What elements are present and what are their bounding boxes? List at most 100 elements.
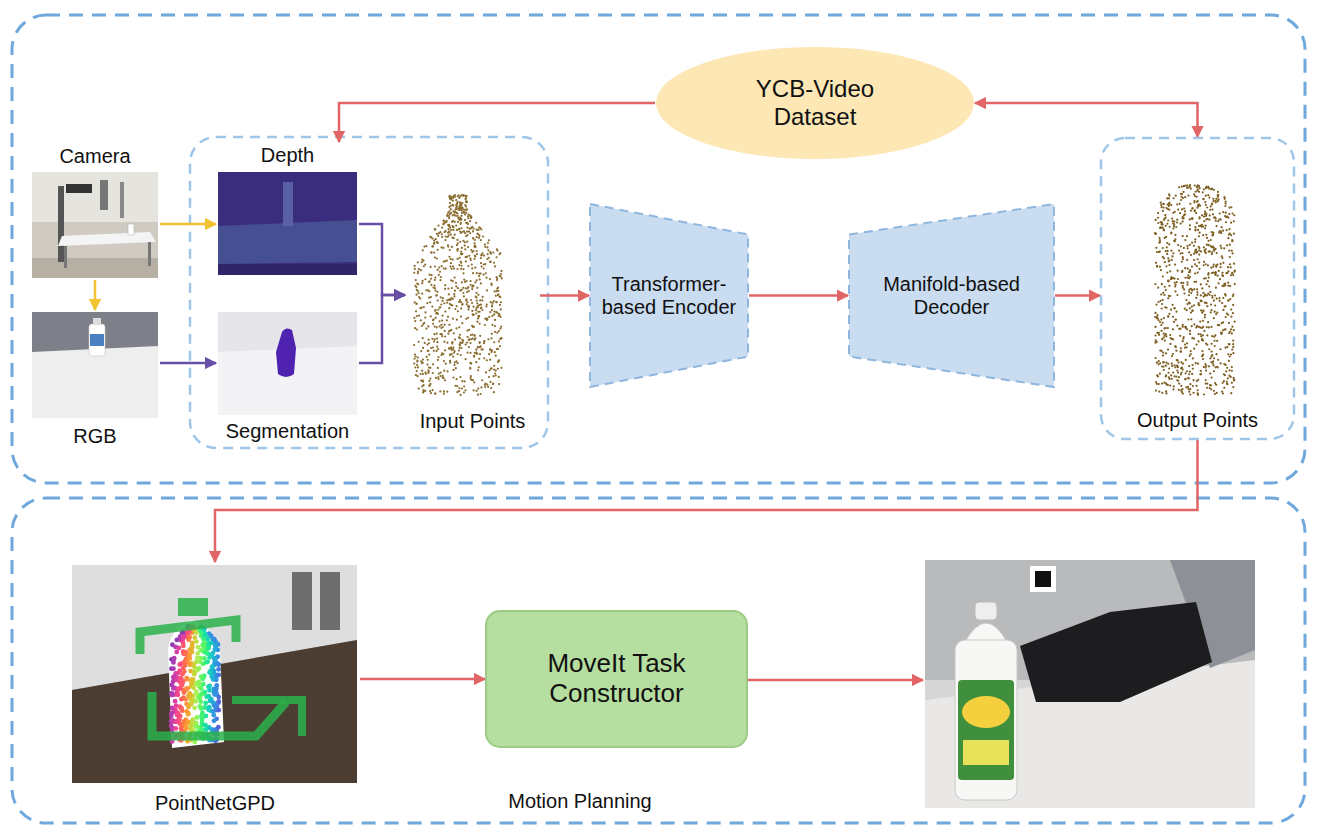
point-dot <box>468 339 470 341</box>
point-dot <box>461 209 463 211</box>
point-dot <box>1184 239 1186 241</box>
point-dot <box>474 281 476 283</box>
point-dot <box>1182 197 1184 199</box>
point-dot <box>434 325 436 327</box>
point-dot <box>1157 217 1159 219</box>
point-dot <box>1214 311 1216 313</box>
point-dot <box>436 312 438 314</box>
point-dot <box>462 272 464 274</box>
point-dot <box>1160 204 1162 206</box>
point-dot <box>429 377 431 379</box>
point-dot <box>1189 203 1191 205</box>
point-dot <box>1171 338 1173 340</box>
point-dot <box>1227 377 1229 379</box>
point-dot <box>454 361 456 363</box>
point-dot <box>430 284 432 286</box>
point-dot <box>203 700 208 705</box>
point-dot <box>1232 304 1234 306</box>
point-dot <box>430 296 432 298</box>
photo-wall <box>32 172 158 222</box>
point-dot <box>1159 226 1161 228</box>
point-dot <box>1168 378 1170 380</box>
point-dot <box>422 249 424 251</box>
point-dot <box>455 367 457 369</box>
point-dot <box>472 313 474 315</box>
point-dot <box>1161 303 1163 305</box>
point-dot <box>1210 239 1212 241</box>
point-dot <box>1197 333 1199 335</box>
point-dot <box>1189 186 1191 188</box>
point-dot <box>446 391 448 393</box>
mask-object <box>276 328 296 377</box>
point-dot <box>1171 378 1173 380</box>
point-dot <box>1161 382 1163 384</box>
point-dot <box>1191 373 1193 375</box>
point-dot <box>471 310 473 312</box>
point-dot <box>1186 235 1188 237</box>
point-dot <box>1216 264 1218 266</box>
point-dot <box>461 303 463 305</box>
point-dot <box>1190 312 1192 314</box>
point-dot <box>449 265 451 267</box>
point-dot <box>1210 355 1212 357</box>
point-dot <box>461 339 463 341</box>
point-dot <box>190 640 195 645</box>
point-dot <box>433 350 435 352</box>
input-group-frame <box>190 137 548 448</box>
point-dot <box>1197 204 1199 206</box>
point-dot <box>439 231 441 233</box>
point-dot <box>1228 369 1230 371</box>
point-dot <box>1189 393 1191 395</box>
point-dot <box>1194 251 1196 253</box>
point-dot <box>1167 280 1169 282</box>
point-dot <box>1219 266 1221 268</box>
point-dot <box>431 338 433 340</box>
point-dot <box>460 222 462 224</box>
point-dot <box>467 286 469 288</box>
point-dot <box>1223 247 1225 249</box>
point-dot <box>1157 363 1159 365</box>
point-dot <box>463 391 465 393</box>
point-dot <box>1160 330 1162 332</box>
point-dot <box>1203 220 1205 222</box>
point-dot <box>1215 266 1217 268</box>
point-dot <box>1211 188 1213 190</box>
point-dot <box>1197 340 1199 342</box>
point-dot <box>427 325 429 327</box>
point-dot <box>450 233 452 235</box>
point-dot <box>1170 309 1172 311</box>
point-dot <box>460 315 462 317</box>
point-dot <box>494 351 496 353</box>
point-dot <box>1161 221 1163 223</box>
point-dot <box>1230 234 1232 236</box>
point-dot <box>1196 222 1198 224</box>
point-dot <box>430 347 432 349</box>
table-leg <box>64 246 67 268</box>
point-dot <box>1164 340 1166 342</box>
point-dot <box>427 359 429 361</box>
point-dot <box>492 375 494 377</box>
point-dot <box>476 236 478 238</box>
point-dot <box>1174 240 1176 242</box>
point-dot <box>1196 207 1198 209</box>
point-dot <box>1168 243 1170 245</box>
point-dot <box>1212 360 1214 362</box>
point-dot <box>1168 205 1170 207</box>
point-dot <box>1198 217 1200 219</box>
point-dot <box>1159 349 1161 351</box>
point-dot <box>1194 241 1196 243</box>
point-dot <box>474 255 476 257</box>
point-dot <box>415 310 417 312</box>
point-dot <box>1232 343 1234 345</box>
point-dot <box>489 348 491 350</box>
point-dot <box>1225 370 1227 372</box>
point-dot <box>1170 232 1172 234</box>
point-dot <box>461 387 463 389</box>
point-dot <box>464 248 466 250</box>
point-dot <box>1172 328 1174 330</box>
point-dot <box>429 301 431 303</box>
point-dot <box>428 380 430 382</box>
point-dot <box>1200 309 1202 311</box>
point-dot <box>493 365 495 367</box>
point-dot <box>462 292 464 294</box>
